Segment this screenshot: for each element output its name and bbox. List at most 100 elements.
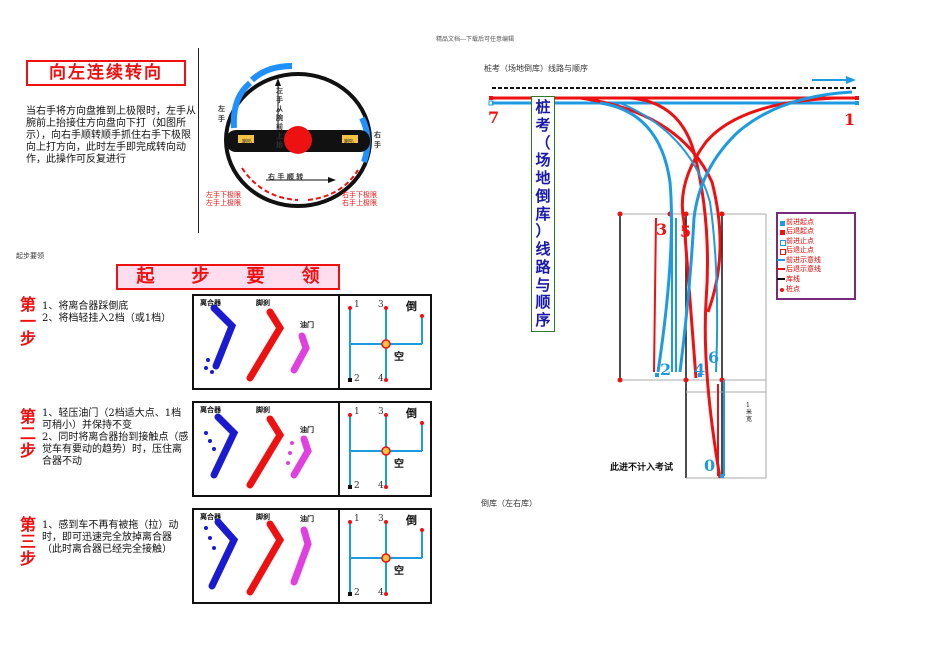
legend-swatch <box>780 221 785 226</box>
clutch-label: 离合器 <box>200 405 221 414</box>
gear-panel-step3: 1 3 倒 空 2 4 <box>338 508 432 604</box>
gear-1: 1 <box>354 300 360 310</box>
gear-neutral: 空 <box>394 352 404 363</box>
gear-panel-step1: 1 3 倒 空 2 4 <box>338 294 432 390</box>
step1-line2: 2、将档轻挂入2档（或1档） <box>42 313 172 324</box>
vertical-title-char: 与 <box>535 275 551 294</box>
vertical-title-char: 场 <box>535 151 551 170</box>
step-head-char: 步 <box>20 549 37 568</box>
legend-item: 库线 <box>777 275 800 284</box>
vertical-title-char: 路 <box>535 257 551 276</box>
vertical-title-char: 线 <box>535 240 551 258</box>
step2-line2: 2、同时将离合器抬到接触点（感觉车有要动的趋势）时，压住离合器不动 <box>42 432 189 467</box>
point-6: 6 <box>708 348 720 367</box>
vertical-title-char: （ <box>535 133 551 152</box>
brake-label: 脚刹 <box>256 298 270 307</box>
throttle-label: 油门 <box>300 514 314 523</box>
gear-reverse: 倒 <box>406 300 417 313</box>
legend-item: 后退示意线 <box>777 265 821 274</box>
throttle-label: 油门 <box>300 425 314 434</box>
gear-4: 4 <box>378 481 384 491</box>
step-head-char: 第 <box>20 515 37 534</box>
step3-text: 1、感到车不再有被拖（拉）动时，即可迅速完全放掉离合器（此时离合器已经完全接触） <box>42 520 190 556</box>
clutch-label: 离合器 <box>200 512 221 521</box>
legend-item: 后退止点 <box>780 246 814 255</box>
legend-label: 桩点 <box>786 285 800 293</box>
start-title-char: 步 <box>191 266 210 287</box>
parking-caption: 倒库（左右库） <box>481 499 537 508</box>
legend-swatch <box>780 230 785 235</box>
vertical-title-char: 库 <box>535 204 551 223</box>
divider-line <box>198 48 199 233</box>
step1-heading: 第 一 步 <box>20 296 36 347</box>
throttle-label: 油门 <box>300 320 314 329</box>
legend-label: 前进起点 <box>786 218 814 226</box>
gear-2: 2 <box>354 374 360 384</box>
gear-neutral: 空 <box>394 459 404 470</box>
point-7: 7 <box>488 108 500 127</box>
steering-wheel-diagram: 左手 右手 左手从腕前上抬 右 手 顺 转 喇叭 喇叭 <box>212 58 390 218</box>
legend-swatch <box>777 268 785 270</box>
width-label: 1米宽 <box>746 402 753 423</box>
route-legend: 前进起点 后退起点 前进止点 后退止点 前进示意线 后退示意线 库线 桩点 <box>776 212 856 300</box>
point-4: 4 <box>694 360 706 379</box>
header-note: 精品文档---下载后可任意编辑 <box>435 36 515 43</box>
pedal-panel-step1: 离合器 脚刹 油门 <box>192 294 340 390</box>
not-counted-note: 此进不计入考试 <box>610 463 674 473</box>
step-head-char: 一 <box>20 312 37 331</box>
vertical-title-char: 序 <box>535 311 551 329</box>
step2-line1: 1、轻压油门（2档适大点、1档可稍小）并保持不变 <box>42 408 182 431</box>
horn-right-label: 喇叭 <box>344 139 355 145</box>
point-2: 2 <box>660 360 672 379</box>
brake-label: 脚刹 <box>256 405 270 414</box>
gear-2: 2 <box>354 481 360 491</box>
legend-label: 前进止点 <box>786 237 814 245</box>
step-head-char: 步 <box>20 441 37 460</box>
start-title-char: 要 <box>246 266 265 287</box>
vertical-title-char: ） <box>535 222 551 241</box>
horn-left-label: 喇叭 <box>242 139 253 145</box>
step-head-char: 第 <box>20 295 37 314</box>
gear-3: 3 <box>378 407 384 417</box>
legend-label: 库线 <box>786 275 800 283</box>
wheel-left-hand-label: 左手 <box>218 104 225 123</box>
step2-heading: 第 二 步 <box>20 408 36 459</box>
legend-swatch <box>780 240 786 246</box>
clutch-label: 离合器 <box>200 298 221 307</box>
legend-label: 后退止点 <box>786 246 814 254</box>
gear-4: 4 <box>378 374 384 384</box>
wheel-center-label: 左手从腕前上抬 <box>276 86 283 149</box>
legend-item: 前进起点 <box>780 218 814 227</box>
left-turn-title: 向左连续转向 <box>26 60 186 86</box>
wheel-right-hand-label: 右手 <box>374 130 381 149</box>
vertical-title-char: 顺 <box>535 293 551 312</box>
left-hand-upper-limit-label: 左手上极限 <box>206 199 241 207</box>
step3-heading: 第 三 步 <box>20 516 36 567</box>
gear-1: 1 <box>354 514 360 524</box>
vertical-title-char: 考 <box>535 115 551 134</box>
vertical-title-char: 地 <box>535 169 551 187</box>
vertical-title: 桩 考 （ 场 地 倒 库 ） 线 路 与 顺 序 <box>531 96 555 332</box>
step3-line1: 1、感到车不再有被拖（拉）动时，即可迅速完全放掉离合器（此时离合器已经完全接触） <box>42 520 179 555</box>
legend-swatch <box>777 259 785 261</box>
legend-swatch <box>780 288 784 292</box>
legend-swatch <box>777 278 785 280</box>
step1-line1: 1、将离合器踩倒底 <box>42 301 129 312</box>
step-head-char: 第 <box>20 407 37 426</box>
point-3: 3 <box>656 220 668 239</box>
legend-item: 桩点 <box>780 285 800 294</box>
gear-reverse: 倒 <box>406 407 417 420</box>
point-5: 5 <box>680 222 692 241</box>
point-1: 1 <box>844 110 856 129</box>
gear-reverse: 倒 <box>406 514 417 527</box>
legend-label: 后退起点 <box>786 227 814 235</box>
point-0: 0 <box>704 456 716 475</box>
legend-label: 后退示意线 <box>786 265 821 273</box>
step-head-char: 步 <box>20 329 37 348</box>
left-hand-lower-limit-label: 左手下极限 <box>206 191 241 199</box>
gear-3: 3 <box>378 300 384 310</box>
right-hand-lower-limit-label: 右手下极限 <box>342 191 377 199</box>
legend-label: 前进示意线 <box>786 256 821 264</box>
gear-neutral: 空 <box>394 566 404 577</box>
gear-1: 1 <box>354 407 360 417</box>
